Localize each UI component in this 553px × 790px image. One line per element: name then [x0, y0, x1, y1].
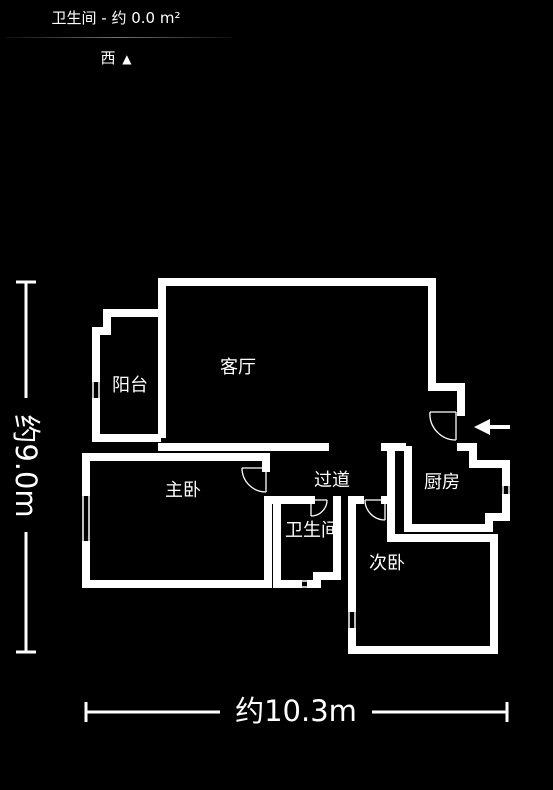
room-label-second-bedroom[interactable]: 次卧 [369, 553, 405, 574]
doors [241, 411, 457, 521]
header-divider [6, 37, 232, 38]
width-dimension: 约10.3m [84, 694, 509, 728]
kitchen-right-wall [457, 443, 510, 486]
windows [82, 378, 510, 632]
room-label-corridor[interactable]: 过道 [314, 470, 350, 491]
room-label-kitchen[interactable]: 厨房 [424, 472, 460, 493]
walls [82, 278, 510, 654]
balcony-wall [92, 309, 161, 382]
height-dimension-label: 约9.0m [9, 414, 43, 517]
entrance-door-icon [429, 411, 457, 441]
bathroom-left-wall [273, 496, 302, 588]
room-label-master-bedroom[interactable]: 主卧 [165, 480, 201, 501]
height-dimension: 约9.0m [9, 280, 43, 654]
room-label-living-room[interactable]: 客厅 [220, 357, 256, 378]
second-bedroom-door-icon [364, 499, 386, 521]
balcony-wall-lower [92, 398, 161, 442]
arrow-left-icon [474, 419, 510, 435]
master-bedroom-door-icon [241, 467, 267, 493]
compass-label: 西 [100, 49, 116, 67]
bathroom-door-icon [310, 499, 328, 517]
compass-arrow-icon: ▲ [122, 52, 132, 66]
living-room-wall [158, 278, 465, 438]
width-dimension-label: 约10.3m [235, 694, 357, 728]
kitchen-wall [404, 446, 510, 532]
room-title: 卫生间 - 约 0.0 m² [51, 9, 181, 27]
compass[interactable]: 西 ▲ [0, 47, 232, 68]
room-label-balcony[interactable]: 阳台 [112, 375, 148, 396]
second-bedroom-wall-lower [348, 446, 498, 654]
master-bedroom-left-wall-lower [82, 496, 272, 588]
bathroom-bottom-wall [307, 496, 341, 588]
room-label-bathroom[interactable]: 卫生间 [285, 520, 339, 541]
